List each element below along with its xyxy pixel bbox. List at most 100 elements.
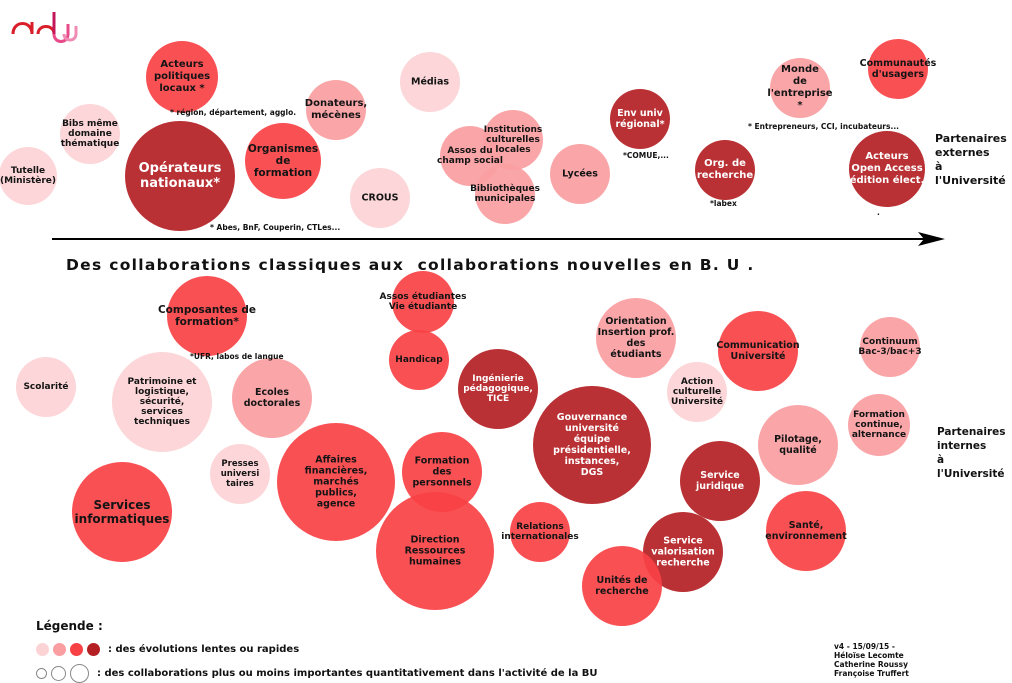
bubble-label-patrimoine: Patrimoine et logistique, sécurité, serv…	[127, 377, 197, 427]
adbu-logo	[11, 12, 78, 43]
bubble-communautes	[868, 39, 928, 99]
bubble-presses	[210, 444, 270, 504]
legend-text-collaborations: : des collaborations plus ou moins impor…	[97, 667, 598, 679]
bubble-label-unites-recherche: Unités de recherche	[595, 575, 649, 597]
bubble-label-monde-entreprise: Monde de l'entreprise *	[767, 64, 833, 111]
bubble-label-valorisation: Service valorisation recherche	[651, 535, 715, 569]
legend-dot-dark	[87, 642, 100, 656]
bubble-label-gouvernance: Gouvernance université équipe présidenti…	[553, 412, 631, 478]
bubble-label-composantes: Composantes de formation*	[157, 304, 257, 328]
bubble-ingenierie	[458, 349, 538, 429]
bubble-unites-recherche	[582, 546, 662, 626]
bubble-label-env-univ: Env univ régional*	[615, 108, 665, 130]
bubble-open-access	[849, 131, 925, 207]
bubble-label-organismes: Organismes de formation	[247, 143, 319, 179]
bubble-formation-continue	[848, 394, 910, 456]
bubble-direction-rh	[376, 492, 494, 610]
bubble-organismes	[245, 123, 321, 199]
bubble-pilotage	[758, 405, 838, 485]
bubble-label-ecoles: Ecoles doctorales	[243, 387, 301, 409]
bubble-label-bibs: Bibs même domaine thématique	[60, 119, 120, 149]
bubble-ecoles	[232, 358, 312, 438]
bubble-tutelle	[0, 147, 57, 205]
bubble-lycees	[550, 144, 610, 204]
legend-circle-large	[70, 663, 89, 683]
bubble-label-acteurs-politiques: Acteurs politiques locaux *	[153, 59, 211, 94]
bubble-affaires	[277, 423, 395, 541]
bubble-label-assos-champ: Assos du champ social	[437, 146, 503, 166]
bubble-label-donateurs: Donateurs, mécènes	[304, 98, 368, 121]
bubble-label-lycees: Lycées	[562, 168, 598, 180]
bubble-label-services-info: Services informatiques	[74, 498, 170, 526]
bubble-label-service-juridique: Service juridique	[695, 470, 745, 492]
bubble-label-action-culturelle: Action culturelle Université	[670, 377, 724, 407]
bubble-label-presses: Presses universi taires	[220, 459, 260, 489]
legend-circle-small	[36, 667, 47, 679]
note-abes: * Abes, BnF, Couperin, CTLes...	[210, 223, 341, 232]
bubble-crous	[350, 168, 410, 228]
legend-dot-very-light	[36, 642, 49, 656]
bubble-scolarite	[16, 357, 76, 417]
bubble-label-formation-continue: Formation continue, alternance	[851, 410, 907, 440]
legend-title: Légende :	[36, 619, 103, 633]
bubble-continuum	[860, 317, 920, 377]
bubble-label-scolarite: Scolarité	[23, 382, 69, 392]
legend-dot-light	[53, 642, 66, 656]
bubble-label-direction-rh: Direction Ressources humaines	[404, 534, 466, 568]
bubble-institutions	[483, 110, 543, 170]
legend-dot-medium	[70, 642, 83, 656]
bubble-label-continuum: Continuum Bac-3/bac+3	[858, 337, 922, 357]
bubble-label-ingenierie: Ingénierie pédagogique, TICE	[463, 374, 533, 404]
bubble-label-institutions: Institutions culturelles locales	[483, 125, 543, 155]
bubble-communication	[718, 311, 798, 391]
note-comue: *COMUE,...	[623, 151, 669, 160]
bubble-bibs	[60, 104, 120, 164]
diagram-title: Des collaborations classiques aux collab…	[66, 256, 755, 274]
bubble-bibliotheques	[475, 164, 535, 224]
bubble-label-assos-etudiantes: Assos étudiantes Vie étudiante	[379, 292, 467, 312]
bubble-label-tutelle: Tutelle (Ministère)	[0, 166, 57, 186]
bubble-label-crous: CROUS	[361, 192, 399, 204]
note-ufr: *UFR, labos de langue	[190, 352, 284, 361]
bubble-label-handicap: Handicap	[395, 355, 443, 365]
bubble-acteurs-politiques	[146, 41, 218, 113]
legend-text-evolutions: : des évolutions lentes ou rapides	[108, 643, 300, 655]
bubble-medias	[400, 52, 460, 112]
bubble-donateurs	[306, 80, 366, 140]
bubble-service-juridique	[680, 441, 760, 521]
external-partners-label: Partenaires externes à l'Université	[935, 132, 1007, 187]
bubble-label-operateurs: Opérateurs nationaux*	[138, 161, 222, 191]
bubble-gouvernance	[533, 386, 651, 504]
note-dot: .	[877, 208, 880, 217]
internal-partners-label: Partenaires internes à l'Université	[937, 426, 1006, 480]
bubble-label-orientation: Orientation Insertion prof. des étudiant…	[597, 316, 675, 360]
legend-circle-medium	[51, 665, 66, 681]
bubble-label-communautes: Communautés d'usagers	[859, 58, 937, 80]
credits: v4 - 15/09/15 - Héloïse Lecomte Catherin…	[834, 642, 909, 678]
bubble-label-pilotage: Pilotage, qualité	[774, 434, 822, 456]
bubble-action-culturelle	[667, 362, 727, 422]
bubble-composantes	[167, 276, 247, 356]
bubble-handicap	[389, 330, 449, 390]
bubble-sante	[766, 491, 846, 571]
legend-size-row: : des collaborations plus ou moins impor…	[36, 663, 598, 683]
bubble-monde-entreprise	[770, 58, 830, 118]
bubble-relations-inter	[510, 502, 570, 562]
bubble-orientation	[596, 298, 676, 378]
bubble-label-communication: Communication Université	[716, 340, 800, 362]
bubble-env-univ	[610, 89, 670, 149]
bubble-label-medias: Médias	[410, 76, 450, 88]
note-entrepreneurs: * Entrepreneurs, CCI, incubateurs...	[748, 122, 900, 131]
bubble-label-open-access: Acteurs Open Access édition élect.	[849, 151, 925, 186]
bubble-label-affaires: Affaires financières, marchés publics, a…	[304, 454, 368, 510]
bubble-assos-etudiantes	[392, 271, 454, 333]
note-labex: *labex	[710, 199, 737, 208]
bubble-operateurs	[125, 121, 235, 231]
bubble-services-info	[72, 462, 172, 562]
legend-color-row: : des évolutions lentes ou rapides	[36, 641, 299, 657]
bubble-label-org-recherche: Org. de recherche	[696, 158, 754, 181]
bubble-patrimoine	[112, 352, 212, 452]
note-region: * région, département, agglo.	[170, 108, 297, 117]
bubble-label-formation-personnels: Formation des personnels	[412, 455, 472, 489]
